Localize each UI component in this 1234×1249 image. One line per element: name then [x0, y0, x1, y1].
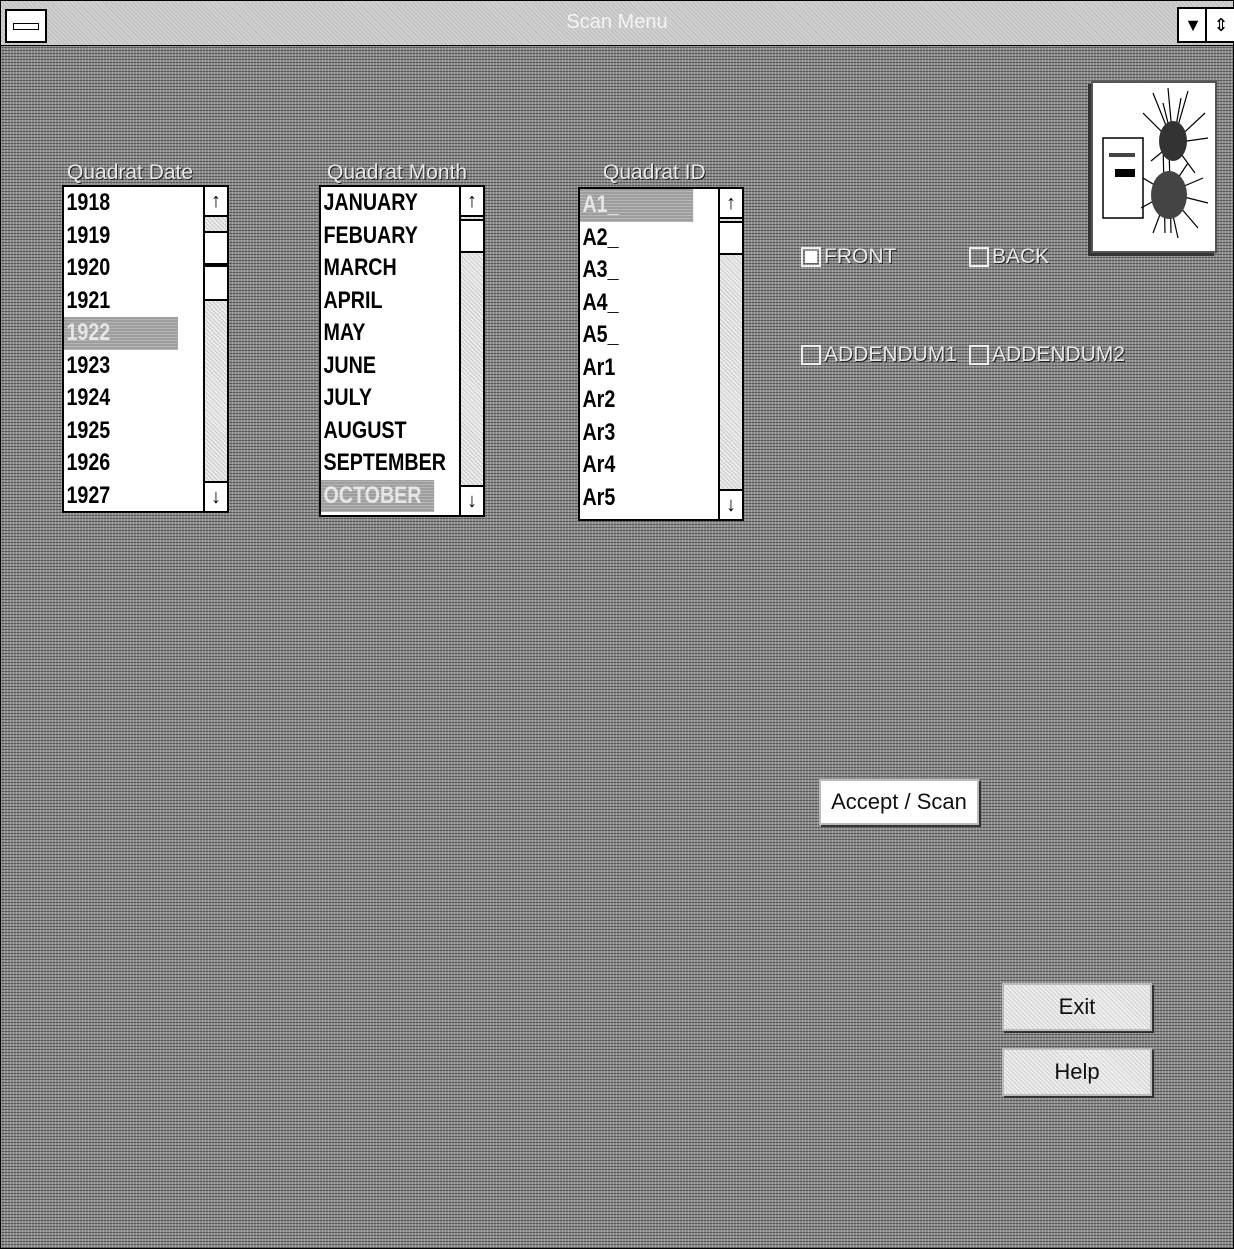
addendum2-label: ADDENDUM2: [992, 343, 1126, 366]
list-item[interactable]: 1926: [66, 449, 111, 476]
list-item[interactable]: Ar1: [582, 353, 616, 381]
list-item[interactable]: 1918: [66, 189, 111, 216]
checkbox-box-icon[interactable]: [969, 345, 989, 365]
minimize-arrow-icon[interactable]: ▼: [1177, 7, 1209, 43]
list-item[interactable]: 1920: [66, 254, 111, 281]
list-item[interactable]: Ar2: [582, 386, 616, 413]
list-item[interactable]: A3_: [582, 256, 619, 283]
list-item[interactable]: JANUARY: [323, 189, 418, 216]
accept-scan-button[interactable]: Accept / Scan: [819, 779, 979, 825]
quadrat-month-label: Quadrat Month: [327, 161, 468, 184]
scroll-thumb[interactable]: [461, 219, 483, 253]
list-item[interactable]: JUNE: [323, 351, 376, 379]
front-checkbox[interactable]: FRONT: [801, 245, 896, 269]
list-item[interactable]: APRIL: [323, 286, 383, 314]
quadrat-chart-thumbnail: [1091, 81, 1217, 253]
list-item[interactable]: 1922: [64, 317, 178, 350]
list-item[interactable]: JULY: [323, 384, 372, 411]
list-item[interactable]: 1921: [66, 286, 111, 314]
back-checkbox[interactable]: BACK: [969, 245, 1049, 269]
title-bar[interactable]: Scan Menu ▼ ⇕: [1, 1, 1234, 46]
list-item[interactable]: A5_: [582, 321, 619, 348]
list-item[interactable]: 1927: [66, 481, 111, 509]
front-label: FRONT: [824, 245, 897, 268]
scroll-thumb[interactable]: [205, 231, 227, 265]
quadrat-id-scrollbar[interactable]: ↑ ↓: [718, 189, 742, 519]
checkbox-box-icon[interactable]: [801, 345, 821, 365]
window-title: Scan Menu: [566, 11, 668, 33]
scroll-thumb-lower[interactable]: [205, 265, 227, 301]
scroll-down-arrow-icon[interactable]: ↓: [461, 485, 483, 515]
list-item[interactable]: 1919: [66, 221, 111, 249]
scroll-up-arrow-icon[interactable]: ↑: [720, 189, 742, 219]
list-item[interactable]: OCTOBER: [321, 479, 435, 512]
scroll-up-arrow-icon[interactable]: ↑: [461, 187, 483, 217]
list-item[interactable]: 1924: [66, 384, 111, 411]
list-item[interactable]: A4_: [582, 288, 619, 316]
list-item[interactable]: Ar4: [582, 451, 616, 478]
list-item[interactable]: Ar5: [582, 483, 616, 511]
quadrat-date-scrollbar[interactable]: ↑ ↓: [203, 187, 227, 511]
list-item[interactable]: MARCH: [323, 254, 397, 281]
exit-button[interactable]: Exit: [1002, 983, 1152, 1031]
scroll-down-arrow-icon[interactable]: ↓: [205, 481, 227, 511]
list-item[interactable]: FEBUARY: [323, 221, 418, 249]
list-item[interactable]: 1923: [66, 351, 111, 379]
addendum1-label: ADDENDUM1: [824, 343, 958, 366]
list-item[interactable]: 1925: [66, 416, 111, 444]
plant-sketch-icon: [1102, 87, 1209, 239]
list-item[interactable]: Ar3: [582, 418, 616, 446]
scroll-down-arrow-icon[interactable]: ↓: [720, 489, 742, 519]
quadrat-month-listbox[interactable]: JANUARY FEBUARY MARCH APRIL MAY JUNE JULY AUGUS…: [319, 185, 485, 517]
list-item[interactable]: A1_: [580, 189, 694, 222]
list-item[interactable]: A2_: [582, 223, 619, 251]
system-menu-icon[interactable]: [5, 9, 47, 43]
scroll-up-arrow-icon[interactable]: ↑: [205, 187, 227, 217]
quadrat-month-scrollbar[interactable]: ↑ ↓: [459, 187, 483, 515]
list-item[interactable]: AUGUST: [323, 416, 407, 444]
list-item[interactable]: SEPTEMBER: [323, 449, 446, 476]
help-button[interactable]: Help: [1002, 1048, 1152, 1096]
quadrat-date-label: Quadrat Date: [67, 161, 194, 184]
checkbox-box-icon[interactable]: [969, 247, 989, 267]
scroll-thumb[interactable]: [720, 221, 742, 255]
addendum2-checkbox[interactable]: ADDENDUM2: [969, 343, 1125, 367]
checkbox-box-icon[interactable]: [801, 247, 821, 267]
quadrat-id-label: Quadrat ID: [603, 161, 706, 184]
back-label: BACK: [992, 245, 1050, 268]
quadrat-month-items: JANUARY FEBUARY MARCH APRIL MAY JUNE JULY AUGUS…: [321, 187, 459, 515]
restore-arrows-icon[interactable]: ⇕: [1205, 7, 1234, 43]
addendum1-checkbox[interactable]: ADDENDUM1: [801, 343, 957, 367]
list-item[interactable]: MAY: [323, 319, 366, 346]
